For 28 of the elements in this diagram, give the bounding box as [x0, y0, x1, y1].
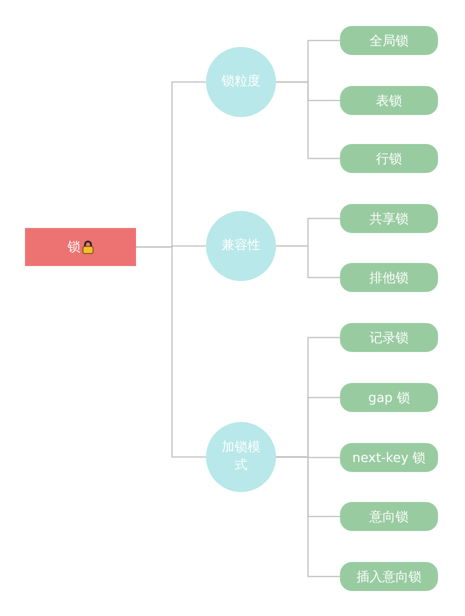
subtopic-pill	[340, 443, 438, 472]
node-label: 共享锁	[370, 210, 408, 228]
node-label: 全局锁	[370, 32, 408, 50]
node-label: 排他锁	[370, 270, 408, 286]
subtopic-pill	[340, 323, 438, 352]
subtopic-pill	[340, 562, 438, 591]
subtopic-pill	[340, 263, 438, 292]
node-label: 加锁模式	[220, 439, 262, 475]
root-topic-box	[25, 228, 136, 266]
node-label: 锁	[68, 239, 80, 256]
subtopic-pill	[340, 26, 438, 55]
node-label: 记录锁	[370, 330, 408, 346]
node-label: 行锁	[376, 150, 402, 168]
connector-line	[276, 81, 340, 160]
subtopic-pill	[340, 144, 438, 173]
connector-line	[276, 245, 340, 278]
node-label: 兼容性	[222, 237, 260, 255]
subtopic-pill	[340, 86, 438, 115]
subtopic-pill	[340, 204, 438, 233]
node-label: gap 锁	[368, 390, 410, 406]
subtopic-pill	[340, 383, 438, 412]
node-label: 意向锁	[370, 508, 408, 526]
node-label: 表锁	[376, 92, 402, 110]
subtopic-pill	[340, 502, 438, 531]
connector-line	[136, 246, 206, 458]
node-label: next-key 锁	[352, 450, 426, 466]
node-label: 锁粒度	[222, 73, 260, 91]
node-label: 插入意向锁	[356, 568, 422, 586]
